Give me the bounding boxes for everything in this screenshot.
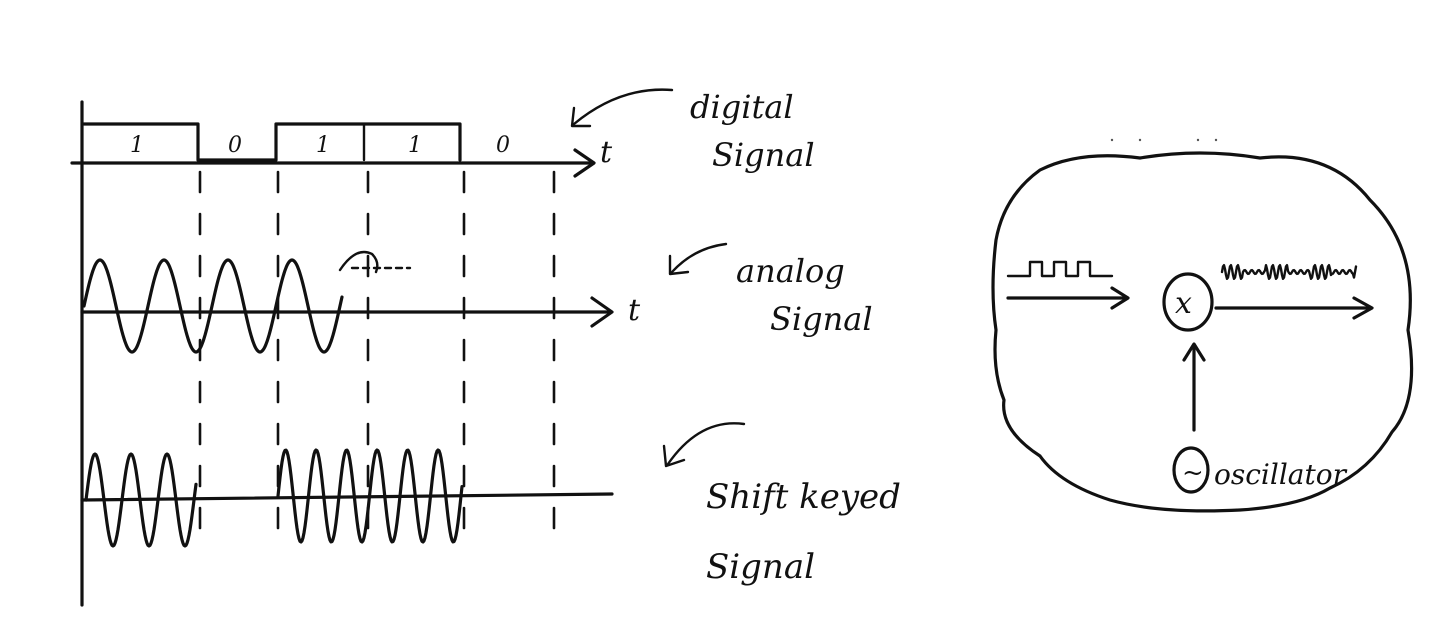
arrowhead-icon — [668, 254, 690, 276]
annotation-analog: analog Signal — [668, 242, 873, 338]
analog-label-line1: analog — [736, 252, 845, 290]
modulator-boundary — [991, 151, 1414, 513]
bit-label: 1 — [408, 133, 422, 158]
analog-time-label: t — [628, 293, 641, 328]
digital-axis-arrowhead — [573, 148, 596, 178]
analog-waveform-tail — [338, 250, 379, 274]
analog-label-line2: Signal — [770, 300, 873, 338]
digital-waveform — [82, 122, 462, 162]
output-arrowhead — [1352, 296, 1374, 320]
oscillator-feed-arrowhead — [1182, 342, 1206, 362]
sine-wave-icon: ~ — [1182, 458, 1204, 488]
bit-label: 1 — [316, 133, 330, 158]
shift-keyed-burst — [276, 448, 464, 544]
output-modulated-signal — [1220, 264, 1358, 280]
arrowhead-icon — [570, 106, 592, 128]
digital-time-label: t — [600, 135, 613, 170]
arrowhead-icon — [662, 444, 686, 468]
bit-label: 0 — [228, 133, 242, 158]
bit-label: 0 — [496, 133, 510, 158]
multiplier-symbol: x — [1175, 286, 1192, 321]
shift-keyed-label-line2: Signal — [706, 547, 815, 587]
digital-label-line1: digital — [690, 88, 794, 126]
input-arrowhead — [1110, 286, 1130, 310]
oscillator-label: oscillator — [1214, 458, 1348, 491]
curved-arrow-icon — [670, 242, 728, 274]
shift-keyed-burst — [84, 452, 198, 548]
multiplier-node — [1162, 272, 1214, 332]
shift-keyed-label-line1: Shift keyed — [706, 477, 901, 517]
curved-arrow-icon — [666, 422, 746, 466]
curved-arrow-icon — [572, 88, 674, 126]
annotation-digital: digital Signal — [570, 88, 815, 174]
timing-diagram: t 1 0 1 1 0 t — [70, 100, 641, 607]
annotation-shift-keyed: Shift keyed Signal — [662, 422, 901, 587]
analog-axis-arrowhead — [590, 296, 614, 328]
shift-keyed-axis — [80, 492, 614, 502]
input-pulse-train — [1006, 260, 1114, 278]
pencil-specks — [1110, 138, 1218, 142]
analog-waveform — [82, 258, 344, 354]
bit-label: 1 — [130, 133, 144, 158]
digital-label-line2: Signal — [712, 136, 815, 174]
modulator-diagram: x ~ oscillator — [991, 151, 1414, 513]
oscillator-node — [1172, 446, 1210, 494]
